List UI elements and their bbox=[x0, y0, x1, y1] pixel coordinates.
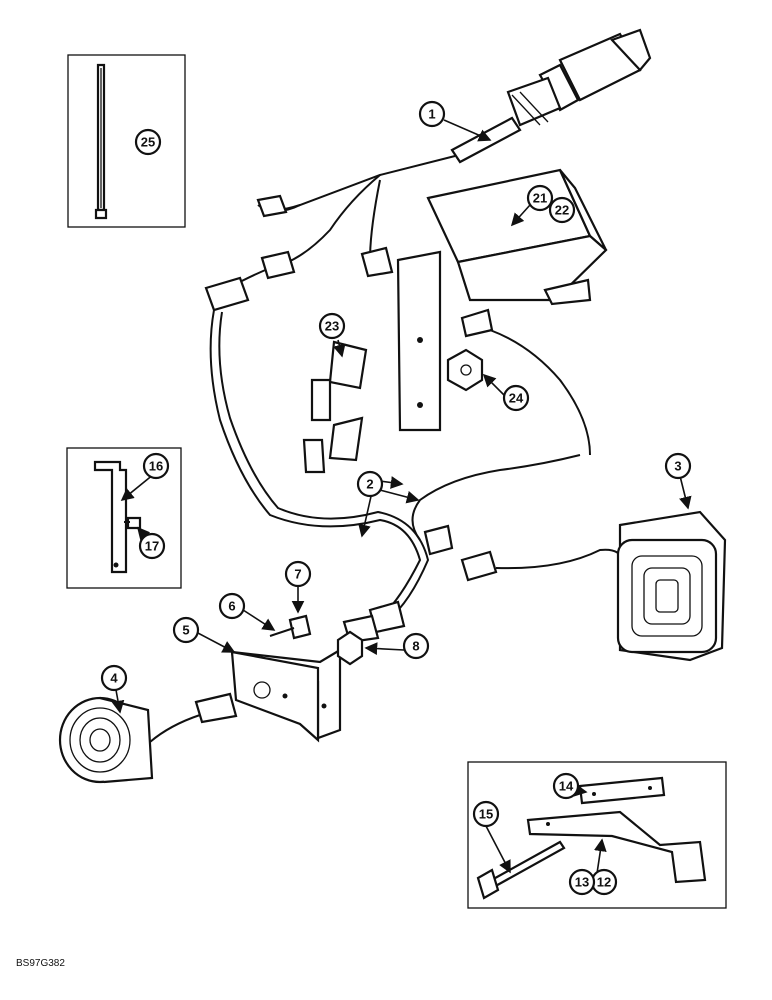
callout-8: 8 bbox=[402, 632, 430, 660]
svg-text:1: 1 bbox=[428, 107, 435, 122]
svg-text:6: 6 bbox=[228, 599, 235, 614]
svg-text:24: 24 bbox=[509, 391, 524, 406]
lamp-harness bbox=[411, 308, 623, 582]
callout-25: 25 bbox=[134, 128, 162, 156]
callout-14: 14 bbox=[552, 772, 580, 800]
support-bar-inset bbox=[467, 761, 727, 909]
callout-5: 5 bbox=[172, 616, 200, 644]
svg-text:4: 4 bbox=[110, 671, 118, 686]
callout-17: 17 bbox=[138, 532, 166, 560]
svg-text:13: 13 bbox=[575, 875, 589, 890]
svg-text:8: 8 bbox=[412, 639, 419, 654]
svg-text:25: 25 bbox=[141, 135, 155, 150]
rear-lamp-round bbox=[58, 692, 238, 784]
bracket-inset bbox=[66, 447, 182, 589]
callout-16: 16 bbox=[142, 452, 170, 480]
nut bbox=[446, 348, 484, 392]
mounting-tube-bracket bbox=[396, 168, 608, 432]
callout-13: 13 bbox=[568, 868, 596, 896]
svg-text:15: 15 bbox=[479, 807, 493, 822]
wiring-harness bbox=[204, 155, 456, 644]
svg-text:7: 7 bbox=[294, 567, 301, 582]
mounting-bracket bbox=[230, 648, 342, 743]
callout-4: 4 bbox=[100, 664, 128, 692]
svg-text:12: 12 bbox=[597, 875, 611, 890]
bolt bbox=[269, 614, 312, 640]
callout-1: 1 bbox=[418, 100, 446, 128]
svg-text:3: 3 bbox=[674, 459, 681, 474]
rear-lamp-large bbox=[616, 510, 727, 662]
svg-text:14: 14 bbox=[559, 779, 574, 794]
svg-text:2: 2 bbox=[366, 477, 373, 492]
figure-code: BS97G382 bbox=[16, 958, 65, 969]
svg-text:16: 16 bbox=[149, 459, 163, 474]
nut-small bbox=[336, 630, 364, 666]
svg-text:5: 5 bbox=[182, 623, 189, 638]
svg-text:21: 21 bbox=[533, 191, 547, 206]
callout-6: 6 bbox=[218, 592, 246, 620]
callout-3: 3 bbox=[664, 452, 692, 480]
callout-15: 15 bbox=[472, 800, 500, 828]
svg-text:22: 22 bbox=[555, 203, 569, 218]
grommets bbox=[302, 340, 368, 474]
callout-21: 21 bbox=[526, 184, 554, 212]
callout-7: 7 bbox=[284, 560, 312, 588]
leader-lines bbox=[111, 119, 692, 881]
svg-text:17: 17 bbox=[145, 539, 159, 554]
callout-23: 23 bbox=[318, 312, 346, 340]
callout-22: 22 bbox=[548, 196, 576, 224]
svg-text:23: 23 bbox=[325, 319, 339, 334]
callout-24: 24 bbox=[502, 384, 530, 412]
trailer-plug bbox=[450, 28, 652, 164]
cable-tie-inset bbox=[67, 54, 186, 228]
callout-2: 2 bbox=[356, 470, 384, 498]
callout-12: 12 bbox=[590, 868, 618, 896]
